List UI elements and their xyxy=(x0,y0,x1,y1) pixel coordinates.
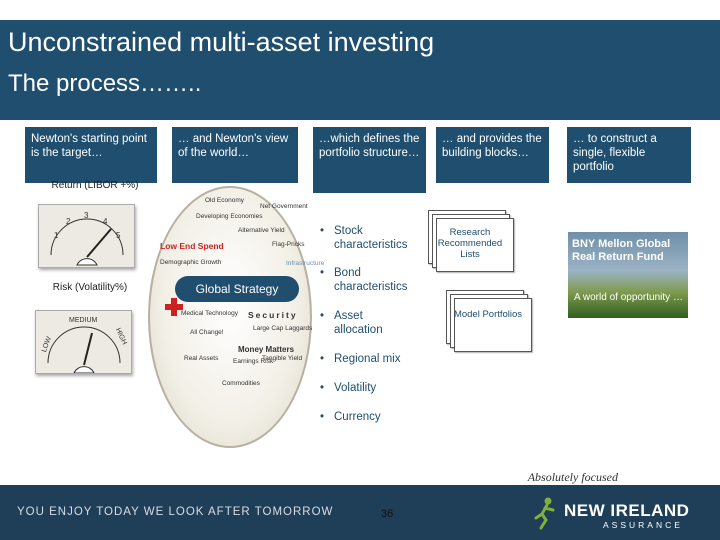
risk-gauge-label: Risk (Volatility%) xyxy=(52,282,128,293)
research-lists-stack xyxy=(428,210,514,272)
world-view-circle xyxy=(148,186,312,448)
research-lists-label: Research Recommended Lists xyxy=(437,227,503,260)
theme-medical-technology: Medical Technology xyxy=(181,310,238,317)
theme-flag-pricks: Flag-Pricks xyxy=(272,241,305,248)
return-tick-3: 3 xyxy=(84,211,89,220)
theme-large-cap-laggards: Large Cap Laggards xyxy=(253,325,313,332)
return-gauge: 1 2 3 4 5 xyxy=(38,204,135,268)
step-box-2: … and Newton's view of the world… xyxy=(172,127,298,183)
bullet-dot-icon: • xyxy=(320,225,325,237)
absolutely-focused-text: Absolutely focused xyxy=(527,470,618,484)
theme-tangible-yield: Tangible Yield xyxy=(262,355,303,362)
risk-gauge-dial xyxy=(47,326,121,374)
step-box-1: Newton's starting point is the target… xyxy=(25,127,157,183)
slide-title: Unconstrained multi-asset investing xyxy=(8,27,435,57)
global-strategy-label: Global Strategy xyxy=(175,276,299,302)
return-gauge-label: Return (LIBOR +%) xyxy=(51,180,139,191)
theme-security: Security xyxy=(248,310,298,320)
risk-gauge: LOW MEDIUM HIGH xyxy=(35,310,132,374)
bullet-dot-icon: • xyxy=(320,411,325,423)
bullet-dot-icon: • xyxy=(320,310,325,322)
return-tick-1: 1 xyxy=(54,231,59,240)
return-gauge-dial xyxy=(50,218,124,266)
bullet-dot-icon: • xyxy=(320,382,325,394)
theme-low-end-spend: Low End Spend xyxy=(160,241,224,251)
step-box-5: … to construct a single, flexible portfo… xyxy=(567,127,691,183)
step-box-3: …which defines the portfolio structure… xyxy=(313,127,426,193)
page-number: 36 xyxy=(381,508,394,520)
brand-name: NEW IRELAND xyxy=(564,501,690,520)
theme-real-assets: Real Assets xyxy=(184,355,219,362)
theme-all-change: All Change! xyxy=(190,329,224,336)
runner-logo-icon xyxy=(533,496,557,530)
fund-tagline: A world of opportunity … xyxy=(574,292,683,303)
fund-name: BNY Mellon Global Real Return Fund xyxy=(572,238,671,263)
footer-bar xyxy=(0,485,720,540)
theme-alternative-yield: Alternative Yield xyxy=(238,227,285,234)
footer-tagline: YOU ENJOY TODAY WE LOOK AFTER TOMORROW xyxy=(17,506,334,518)
model-portfolios-stack xyxy=(446,290,532,352)
return-tick-5: 5 xyxy=(116,231,121,240)
bullet-dot-icon: • xyxy=(320,353,325,365)
theme-demographic-growth: Demographic Growth xyxy=(160,259,222,266)
theme-old-economy: Old Economy xyxy=(205,197,245,204)
top-strip xyxy=(0,0,720,20)
theme-developing-economies: Developing Economies xyxy=(196,213,263,220)
slide-subtitle: The process…….. xyxy=(8,70,202,97)
theme-commodities: Commodities xyxy=(222,380,260,387)
slide-header xyxy=(0,20,720,120)
return-tick-4: 4 xyxy=(103,217,108,226)
red-cross-icon xyxy=(165,298,183,316)
theme-net-government: Net Government xyxy=(260,203,308,210)
bullet-dot-icon: • xyxy=(320,267,325,279)
theme-money-matters: Money Matters xyxy=(238,345,295,354)
fund-brochure-image: BNY Mellon Global Real Return Fund A wor… xyxy=(568,232,688,318)
model-portfolios-label: Model Portfolios xyxy=(453,309,523,320)
return-tick-2: 2 xyxy=(66,217,71,226)
step-box-4: … and provides the building blocks… xyxy=(436,127,549,183)
theme-earnings-risk: Earnings Risk xyxy=(233,358,274,365)
brand-subtitle: ASSURANCE xyxy=(603,520,683,530)
risk-medium-label: MEDIUM xyxy=(69,317,98,324)
theme-infrastructure: Infrastructure xyxy=(286,260,325,267)
